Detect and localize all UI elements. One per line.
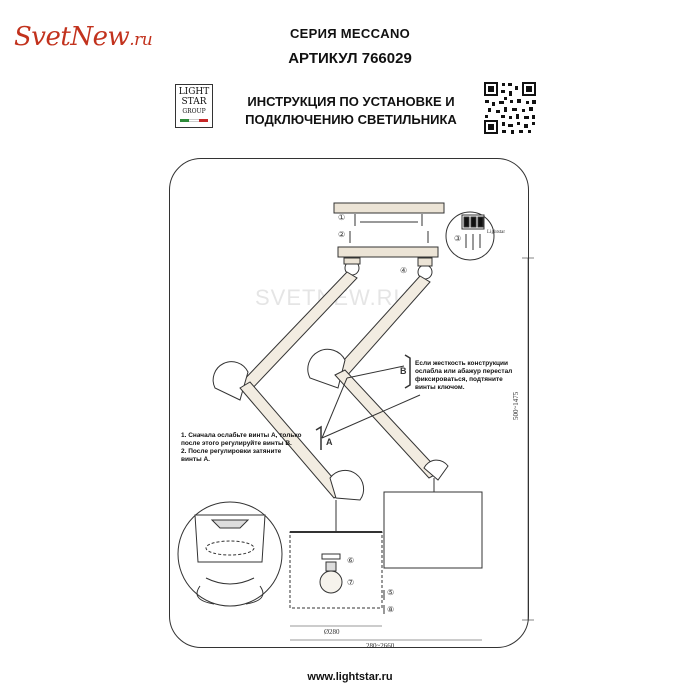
svetnew-logo[interactable]: SvetNew.ru — [14, 22, 153, 52]
lower-knuckle-disc — [329, 469, 365, 501]
step-2-label: ② — [338, 230, 346, 239]
label-b: B — [400, 366, 407, 376]
step-8-label: ⑧ — [387, 605, 395, 614]
step-3-label: ③ — [454, 234, 462, 243]
step-7-label: ⑦ — [347, 578, 355, 587]
right-knuckle-disc — [423, 459, 449, 481]
note-adjust-screws: 1. Сначала ослабьте винты А, только посл… — [181, 432, 302, 463]
brand-line-2: STAR — [181, 97, 207, 107]
right-elbow-disc — [307, 348, 346, 389]
step-5-label: ⑤ — [387, 588, 395, 597]
note-tighten-screws: Если жесткость конструкции ослабла или а… — [415, 360, 513, 391]
mounting-bar — [337, 246, 439, 258]
qr-code-icon[interactable] — [482, 80, 538, 136]
heading-line-1: ИНСТРУКЦИЯ ПО УСТАНОВКЕ И — [247, 94, 455, 109]
width-dimension: 280~2660 — [366, 642, 395, 650]
bulb-icon — [319, 570, 343, 594]
left-elbow-disc — [212, 361, 249, 401]
step-6-label: ⑥ — [347, 556, 355, 565]
label-a: A — [326, 437, 333, 447]
step-1-label: ① — [338, 213, 346, 222]
height-dimension: 500~1475 — [512, 391, 520, 420]
series-title: СЕРИЯ MECCANO — [289, 26, 411, 41]
italian-flag-icon — [180, 119, 208, 122]
heading-line-2: ПОДКЛЮЧЕНИЮ СВЕТИЛЬНИКА — [245, 112, 457, 127]
brand-line-3: GROUP — [182, 108, 206, 115]
ceiling-plate — [333, 202, 445, 214]
lightstar-small-label: Lightstar — [487, 230, 506, 235]
article-number: АРТИКУЛ 766029 — [288, 50, 412, 67]
lightstar-brand-logo: LIGHT STAR GROUP — [175, 84, 213, 128]
brand-line-1: LIGHT — [178, 87, 210, 97]
step-4-label: ④ — [400, 266, 408, 275]
shade-diameter-dimension: Ø280 — [324, 628, 340, 636]
instruction-heading: ИНСТРУКЦИЯ ПО УСТАНОВКЕ И ПОДКЛЮЧЕНИЮ СВ… — [236, 93, 466, 129]
instruction-frame — [169, 158, 529, 648]
right-shade — [383, 491, 483, 569]
website-link[interactable]: www.lightstar.ru — [307, 671, 393, 683]
